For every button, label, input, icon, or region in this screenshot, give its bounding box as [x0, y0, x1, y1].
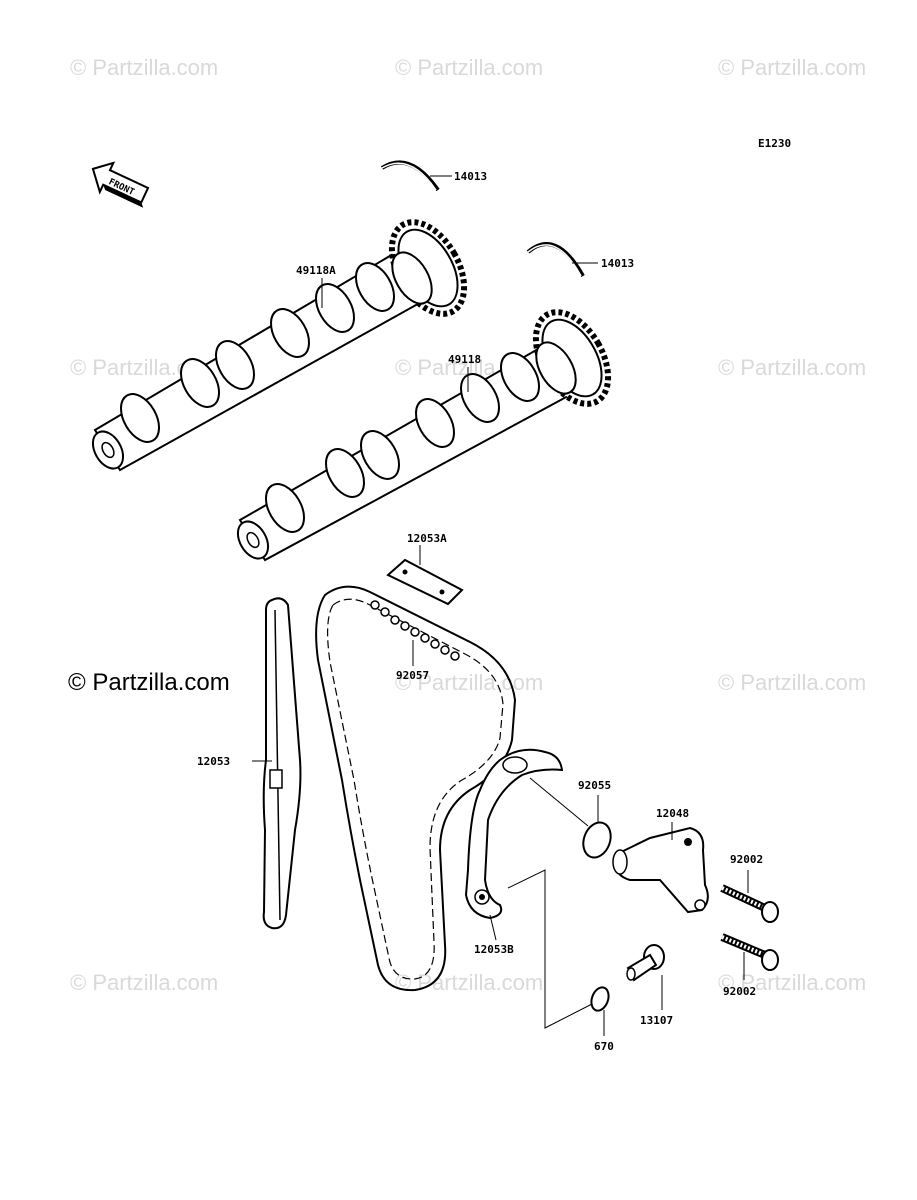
label-14013: 14013: [601, 257, 634, 270]
camshaft-49118a: 49118A: [91, 219, 468, 472]
watermark: © Partzilla.com: [718, 355, 866, 380]
ring-14013-upper: 14013: [380, 160, 487, 192]
label-12053b: 12053B: [474, 943, 514, 956]
ring-14013-lower: 14013: [526, 242, 634, 277]
camshaft-49118: 49118: [236, 309, 612, 562]
bolt-92002-upper: 92002: [720, 853, 779, 923]
label-49118a: 49118A: [296, 264, 336, 277]
label-92002: 92002: [723, 985, 756, 998]
watermark: © Partzilla.com: [70, 55, 218, 80]
label-14013: 14013: [454, 170, 487, 183]
label-670: 670: [594, 1040, 614, 1053]
oring-670: 670: [507, 869, 614, 1053]
oring-92055: 92055: [529, 777, 612, 859]
watermark: © Partzilla.com: [718, 970, 866, 995]
guide-12053a: 12053A: [386, 532, 464, 606]
pin-13107: 13107: [626, 944, 673, 1027]
label-92055: 92055: [578, 779, 611, 792]
label-92057: 92057: [396, 669, 429, 682]
tensioner-12048: 12048: [612, 807, 709, 914]
watermark: © Partzilla.com: [718, 55, 866, 80]
watermark: © Partzilla.com: [70, 970, 218, 995]
label-49118: 49118: [448, 353, 481, 366]
guide-12053b: 12053B: [464, 748, 564, 956]
watermark: © Partzilla.com: [395, 55, 543, 80]
watermark: © Partzilla.com: [395, 670, 543, 695]
label-12048: 12048: [656, 807, 689, 820]
diagram-code: E1230: [758, 137, 791, 150]
label-13107: 13107: [640, 1014, 673, 1027]
watermark: © Partzilla.com: [395, 970, 543, 995]
main-watermark: © Partzilla.com: [68, 669, 230, 696]
timing-chain-92057: 92057: [315, 585, 517, 992]
watermark: © Partzilla.com: [718, 670, 866, 695]
label-92002: 92002: [730, 853, 763, 866]
front-arrow-icon: FRONT: [91, 161, 150, 208]
bolt-92002-lower: 92002: [720, 933, 779, 998]
label-12053: 12053: [197, 755, 230, 768]
guide-12053: 12053: [197, 597, 302, 930]
label-12053a: 12053A: [407, 532, 447, 545]
